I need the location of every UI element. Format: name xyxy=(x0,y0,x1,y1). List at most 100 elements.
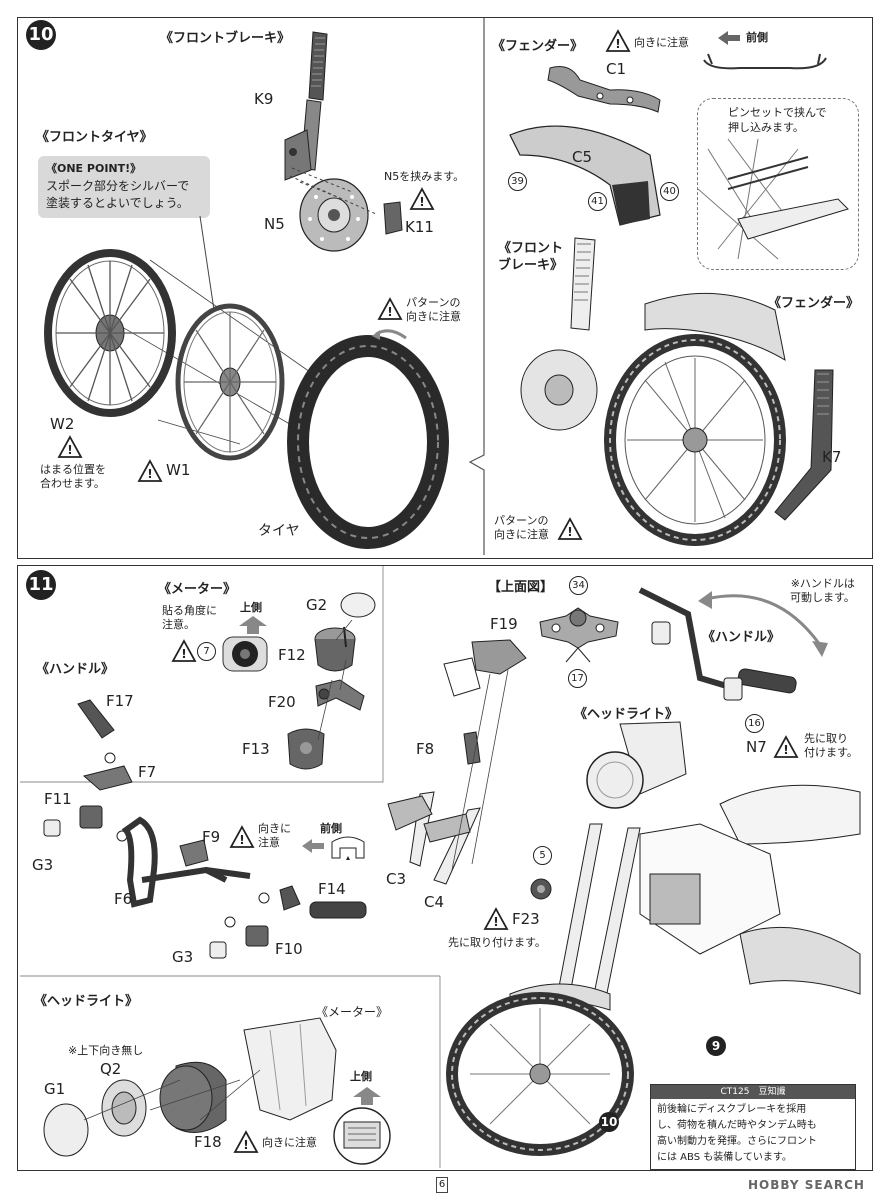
part-k11: K11 xyxy=(405,218,434,236)
paint-ref-40: 40 xyxy=(660,182,679,201)
section-top-view: 【上面図】 xyxy=(488,580,554,595)
section-front-tire: 《フロントタイヤ》 xyxy=(36,130,153,145)
front-fork-assembly-drawing xyxy=(520,237,834,546)
meter-detail-circle-drawing xyxy=(333,1107,391,1165)
f9-clamp-drawing xyxy=(331,836,365,860)
note-direction-caution-f18: 向きに注意 xyxy=(262,1136,317,1149)
handle-parts-drawing xyxy=(43,699,367,959)
note-top-side-2: 上側 xyxy=(350,1070,372,1083)
tweezers-inset: ピンセットで挟んで 押し込みます。 xyxy=(697,98,859,270)
g2-lens-drawing xyxy=(340,592,376,618)
top-view-drawing xyxy=(539,607,619,663)
page-number: 6 xyxy=(436,1177,448,1193)
note-front-side: 前側 xyxy=(746,31,768,44)
note-attach-first-n7: 先に取り 付けます。 xyxy=(804,732,858,759)
paint-ref-34: 34 xyxy=(569,576,588,595)
note-stick-angle: 貼る角度に 注意。 xyxy=(162,604,217,631)
note-handle-movable: ※ハンドルは 可動します。 xyxy=(790,577,855,604)
part-n5: N5 xyxy=(264,215,285,233)
one-point-title: 《ONE POINT!》 xyxy=(46,162,142,175)
trivia-box: CT125 豆知識 前後輪にディスクブレーキを採用 し、荷物を積んだ時やタンデム… xyxy=(650,1084,856,1170)
one-point-body: スポーク部分をシルバーで 塗装するとよいでしょう。 xyxy=(46,179,190,210)
step-ref-9: 9 xyxy=(706,1036,726,1056)
part-f19: F19 xyxy=(490,615,518,633)
warning-icon: ! xyxy=(557,517,583,540)
wheel-w2-drawing xyxy=(44,249,176,417)
arrow-up-icon xyxy=(353,1087,381,1105)
note-direction-caution: 向きに注意 xyxy=(634,36,689,49)
paint-ref-41: 41 xyxy=(588,192,607,211)
section-headlight: 《ヘッドライト》 xyxy=(574,707,679,722)
part-c3: C3 xyxy=(386,870,407,888)
note-align-position: はまる位置を 合わせます。 xyxy=(40,463,106,490)
svg-text:!: ! xyxy=(387,305,392,319)
fender-c1-drawing xyxy=(547,66,661,113)
motorcycle-front-drawing xyxy=(446,587,861,1156)
headlight-parts-drawing xyxy=(43,1017,337,1157)
step10-divider xyxy=(468,18,485,555)
part-f12: F12 xyxy=(278,646,306,664)
part-k7: K7 xyxy=(822,448,842,466)
handle-move-arrow-icon xyxy=(698,591,828,657)
part-g1: G1 xyxy=(44,1080,66,1098)
svg-text:!: ! xyxy=(67,443,72,457)
note-attach-first-f23: 先に取り付けます。 xyxy=(448,936,546,949)
part-f8: F8 xyxy=(416,740,435,758)
step11-number: 11 xyxy=(26,570,56,600)
part-g3-left: G3 xyxy=(32,856,54,874)
c1-small-drawing xyxy=(703,53,827,70)
fork-k9-drawing xyxy=(284,31,328,181)
svg-text:!: ! xyxy=(243,1138,248,1152)
paint-ref-7: 7 xyxy=(197,642,216,661)
meter-decal-drawing xyxy=(222,636,268,672)
section-handle: 《ハンドル》 xyxy=(36,662,115,677)
section-handle-2: 《ハンドル》 xyxy=(702,630,781,645)
fender-c5-drawing xyxy=(509,125,661,226)
note-direction-caution-f9: 向きに 注意 xyxy=(258,822,291,849)
section-meter: 《メーター》 xyxy=(158,582,237,597)
f23-part-drawing xyxy=(530,878,552,900)
section-fender-2: 《フェンダー》 xyxy=(768,296,860,311)
warning-icon: ! xyxy=(377,297,403,320)
section-front-brake: 《フロントブレーキ》 xyxy=(160,31,291,46)
warning-icon: ! xyxy=(137,459,163,482)
part-f9: F9 xyxy=(202,828,221,846)
part-f17: F17 xyxy=(106,692,134,710)
warning-icon: ! xyxy=(171,639,197,662)
section-fender: 《フェンダー》 xyxy=(492,39,584,54)
svg-text:!: ! xyxy=(419,195,424,209)
svg-text:!: ! xyxy=(493,915,498,929)
part-f11: F11 xyxy=(44,790,72,808)
warning-icon: ! xyxy=(605,29,631,52)
part-f7: F7 xyxy=(138,763,157,781)
part-g2: G2 xyxy=(306,596,328,614)
part-f14: F14 xyxy=(318,880,346,898)
warning-icon: ! xyxy=(409,187,435,210)
watermark: HOBBY SEARCH xyxy=(748,1178,865,1192)
part-f13: F13 xyxy=(242,740,270,758)
svg-text:!: ! xyxy=(567,525,572,539)
part-g3-right: G3 xyxy=(172,948,194,966)
part-c5: C5 xyxy=(572,148,593,166)
brake-disc-drawing xyxy=(299,178,369,252)
fork-assembly-drawing xyxy=(387,639,527,885)
part-f18: F18 xyxy=(194,1133,222,1151)
arrow-left-icon xyxy=(718,31,740,45)
note-top-side: 上側 xyxy=(240,601,262,614)
part-k9: K9 xyxy=(254,90,274,108)
part-f23: F23 xyxy=(512,910,540,928)
tweezers-drawing xyxy=(698,138,849,260)
section-meter-2: 《メーター》 xyxy=(316,1005,389,1019)
svg-text:!: ! xyxy=(783,743,788,757)
part-w2: W2 xyxy=(50,415,75,433)
svg-text:!: ! xyxy=(615,37,620,51)
note-pattern-direction-2: パターンの 向きに注意 xyxy=(494,514,549,541)
arrow-up-icon xyxy=(239,616,267,634)
f13-part-drawing xyxy=(287,728,325,770)
part-c4: C4 xyxy=(424,893,445,911)
part-q2: Q2 xyxy=(100,1060,122,1078)
tire-drawing xyxy=(287,335,449,549)
note-n5-pinch: N5を挟みます。 xyxy=(384,170,465,183)
